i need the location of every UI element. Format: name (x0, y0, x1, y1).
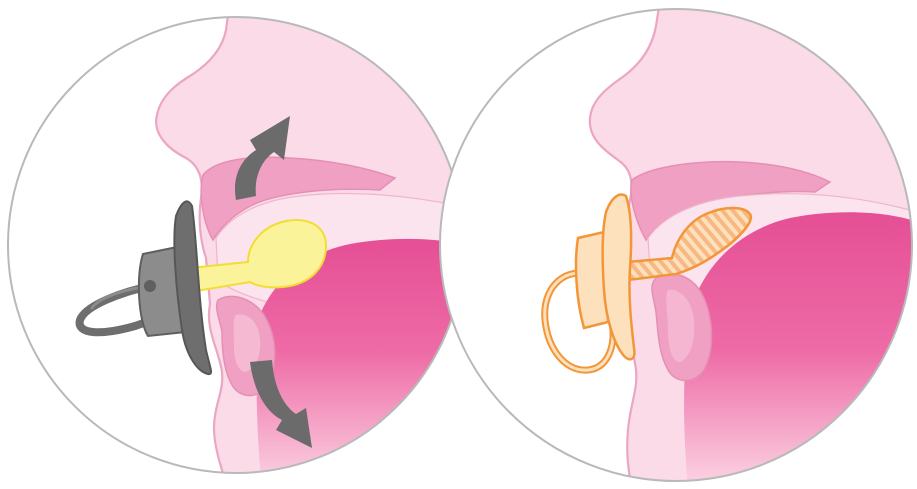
right-panel-orthodontic-pacifier (440, 0, 917, 489)
mouth-cross-section-icon-right (590, 0, 917, 489)
left-panel-conventional-pacifier (8, 0, 470, 489)
